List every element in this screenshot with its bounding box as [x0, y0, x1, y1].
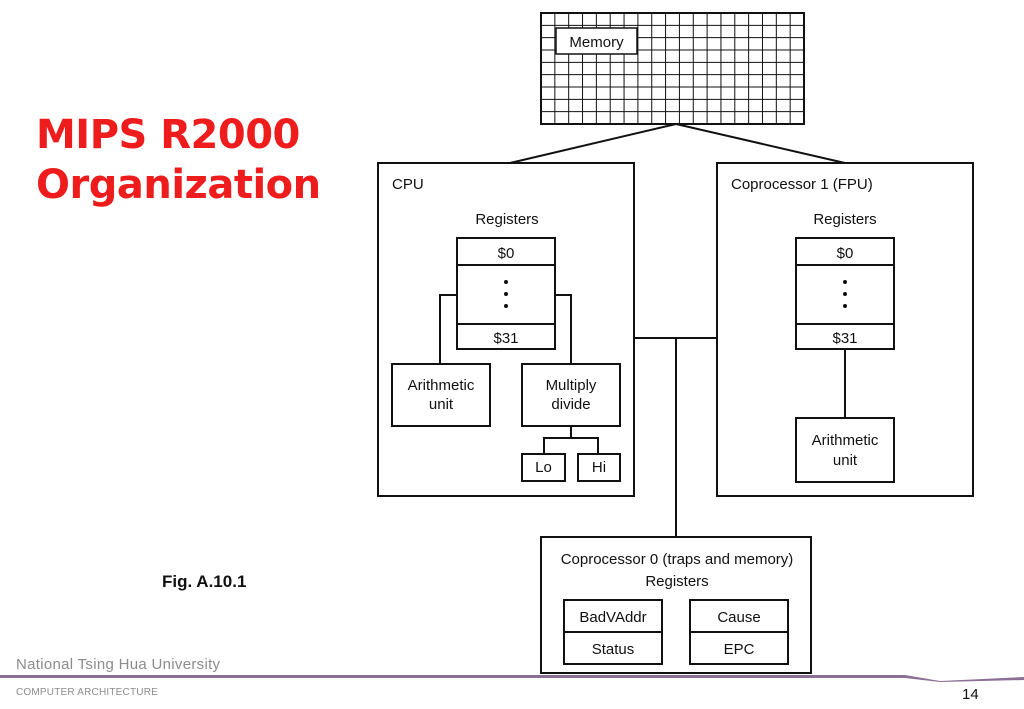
cpu-label: CPU [392, 176, 424, 193]
figure-label: Fig. A.10.1 [162, 572, 247, 591]
cp0-label: Coprocessor 0 (traps and memory) [561, 551, 794, 568]
badvaddr-register-box [563, 599, 663, 633]
cp0-registers-label: Registers [645, 573, 708, 590]
fpu-block: Coprocessor 1 (FPU) Registers $0 $31 Ari… [716, 162, 974, 497]
fpu-reg-first: $0 [837, 245, 854, 262]
bus-lines [509, 123, 846, 537]
status-register-label: Status [592, 641, 635, 658]
cpu-reg-to-muldiv-line [555, 294, 572, 364]
memory-to-fpu-line [675, 123, 846, 164]
epc-register-box [689, 631, 789, 665]
university-name: National Tsing Hua University [16, 656, 221, 673]
memory-to-cpu-line [509, 123, 677, 164]
cpu-arith-line1: Arithmetic [408, 377, 475, 394]
course-name: COMPUTER ARCHITECTURE [16, 687, 158, 698]
page-number: 14 [962, 686, 979, 703]
fpu-arith-line1: Arithmetic [812, 432, 879, 449]
title-line-2: Organization [36, 162, 321, 208]
cpu-reg-to-alu-line [439, 294, 457, 364]
fpu-arith-line2: unit [833, 452, 858, 469]
footer-band-stripe [0, 675, 1024, 682]
title-line-1: MIPS R2000 [36, 112, 300, 158]
cpu-reg-dot [504, 280, 508, 284]
hi-register-label: Hi [592, 459, 606, 476]
cpu-reg-dot [504, 292, 508, 296]
status-register-box [563, 631, 663, 665]
lo-register-box [521, 453, 566, 482]
cpu-reg-last: $31 [493, 330, 518, 347]
epc-register-label: EPC [724, 641, 755, 658]
cpu-muldiv-box [521, 363, 621, 427]
fpu-frame [716, 162, 974, 497]
cpu-muldiv-line1: Multiply [546, 377, 597, 394]
fpu-reg-dot [843, 304, 847, 308]
cpu-frame [377, 162, 635, 497]
fpu-reg-dot [843, 280, 847, 284]
cp0-block: Coprocessor 0 (traps and memory) Registe… [540, 536, 812, 674]
memory-label: Memory [569, 34, 624, 51]
cpu-muldiv-line2: divide [551, 396, 590, 413]
cpu-arith-unit-box [391, 363, 491, 427]
memory-grid-lines [541, 13, 804, 124]
fpu-registers-label: Registers [813, 211, 876, 228]
muldiv-to-hi-line [571, 437, 599, 454]
badvaddr-register-label: BadVAddr [579, 609, 646, 626]
cpu-reg-dot [504, 304, 508, 308]
hi-register-box [577, 453, 621, 482]
muldiv-to-lohi-line [543, 426, 572, 454]
fpu-label: Coprocessor 1 (FPU) [731, 176, 873, 193]
lo-register-label: Lo [535, 459, 552, 476]
slide-title: MIPS R2000 Organization [36, 110, 366, 210]
fpu-reg-dot [843, 292, 847, 296]
cause-register-box [689, 599, 789, 633]
fpu-reg-last: $31 [832, 330, 857, 347]
cause-register-label: Cause [717, 609, 760, 626]
cpu-registers-label: Registers [475, 211, 538, 228]
memory-label-box [555, 27, 638, 55]
cpu-reg-first: $0 [498, 245, 515, 262]
fpu-arith-unit-box [795, 417, 895, 483]
cpu-block: CPU Registers $0 $31 Arithmetic unit Mul… [377, 162, 635, 497]
cpu-arith-line2: unit [429, 396, 454, 413]
memory-block: Memory [540, 12, 805, 125]
footer-band [0, 675, 1024, 682]
